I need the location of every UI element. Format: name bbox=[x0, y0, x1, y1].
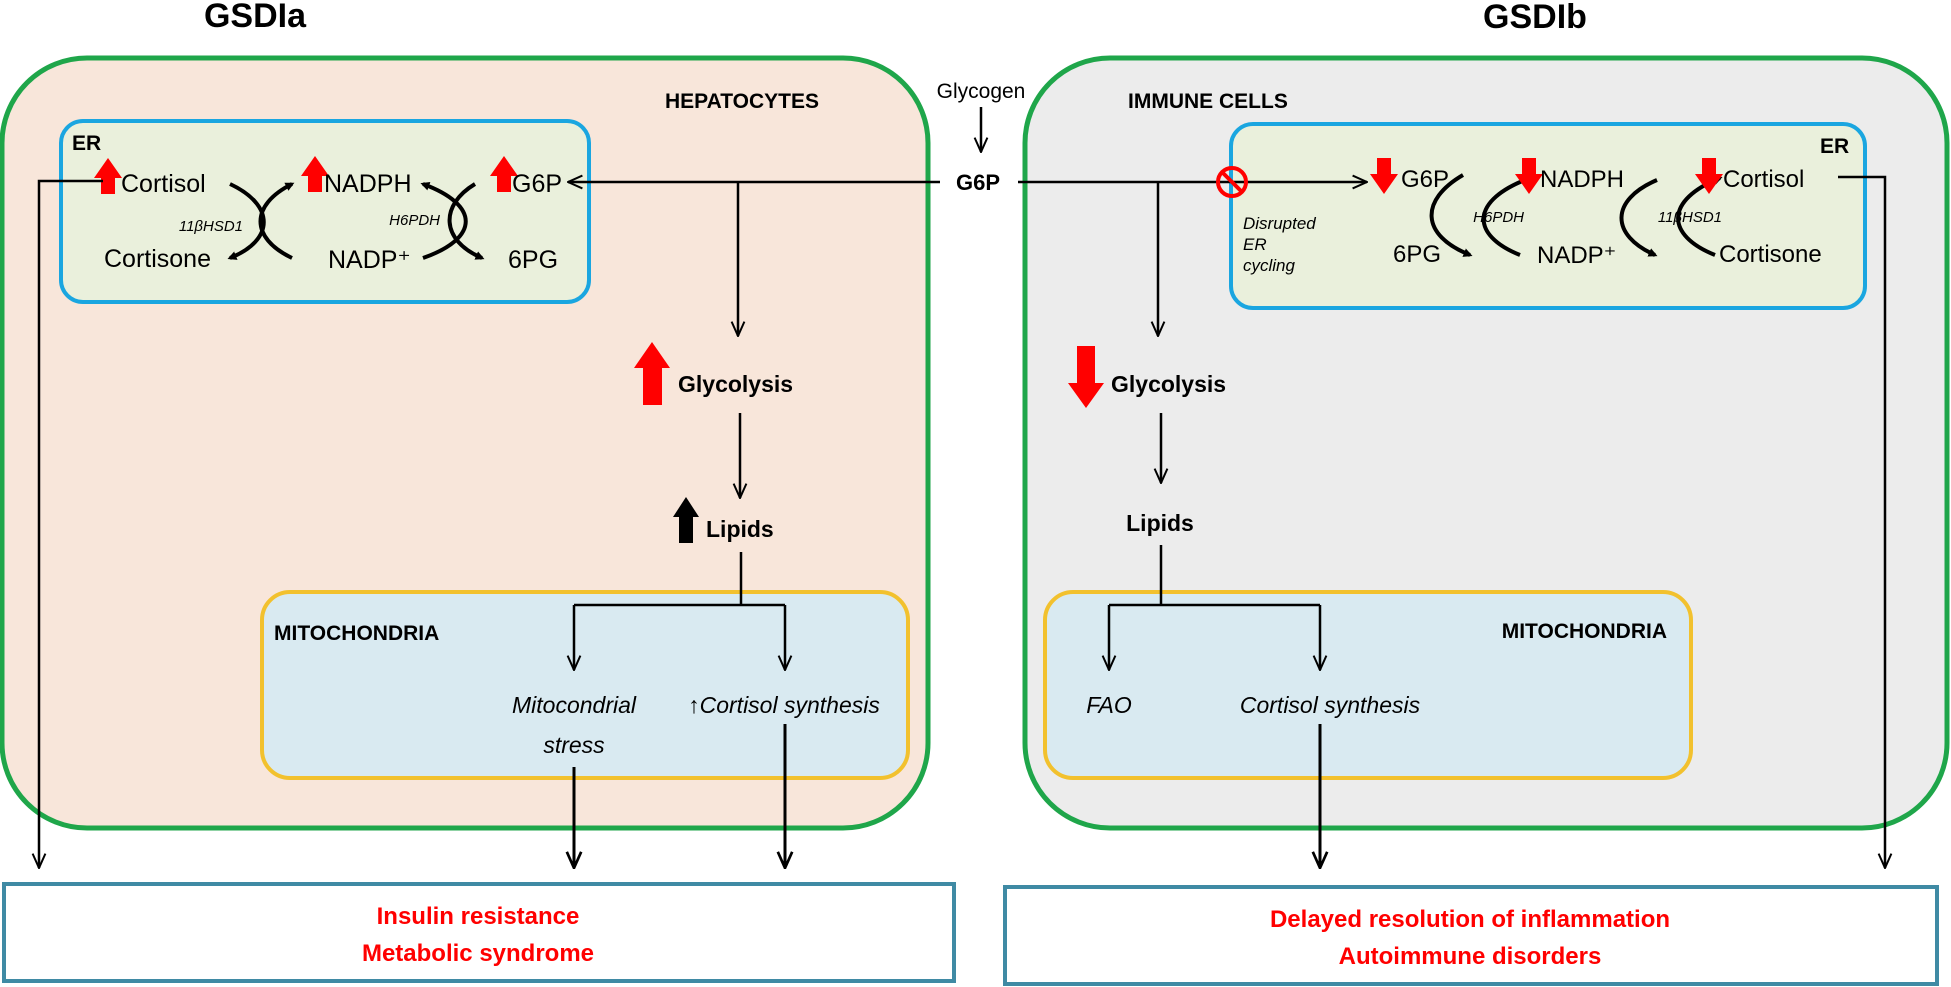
right-er-box bbox=[1229, 122, 1867, 310]
down-arrow-icon bbox=[1370, 158, 1398, 194]
right-11bhsd1-reaction-arc bbox=[1676, 176, 1723, 257]
up-arrow-icon bbox=[673, 497, 699, 543]
right-6pg: 6PG bbox=[1393, 241, 1441, 268]
up-arrow-icon bbox=[301, 156, 329, 192]
down-arrow-icon bbox=[1695, 158, 1723, 194]
right-er-label: ER bbox=[1820, 135, 1849, 158]
left-h6pdh-reaction-arc bbox=[420, 181, 468, 260]
right-enzyme-11bhsd1: 11βHSD1 bbox=[1658, 209, 1722, 226]
left-g6p: G6P bbox=[512, 170, 562, 198]
left-er-box bbox=[59, 119, 591, 304]
left-glycolysis: Glycolysis bbox=[678, 371, 793, 397]
left-11bhsd1-reaction-arc bbox=[227, 182, 266, 260]
down-arrow-icon bbox=[1515, 158, 1543, 194]
center-g6p: G6P bbox=[956, 170, 1000, 195]
left-mito-stress-line1: Mitocondrial bbox=[512, 692, 637, 718]
right-er-to-outcome-arrow bbox=[1838, 175, 1885, 868]
right-nadp: NADP⁺ bbox=[1537, 242, 1616, 269]
left-mito-stress-line2: stress bbox=[543, 732, 605, 758]
left-cortisol: Cortisol bbox=[121, 170, 206, 198]
right-outcome-line1: Delayed resolution of inflammation bbox=[1270, 906, 1670, 933]
left-er-to-outcome-arrow bbox=[39, 179, 103, 868]
hepatocytes-label: HEPATOCYTES bbox=[665, 90, 819, 113]
right-11bhsd1-reaction-arc bbox=[1619, 178, 1658, 257]
right-cortisol: Cortisol bbox=[1723, 166, 1804, 193]
up-arrow-icon bbox=[94, 158, 122, 194]
right-mitochondria-box bbox=[1043, 590, 1693, 780]
right-h6pdh-reaction-arc bbox=[1481, 175, 1533, 257]
right-cortisol-synthesis: Cortisol synthesis bbox=[1240, 692, 1421, 718]
left-er-label: ER bbox=[72, 132, 101, 155]
disrupted-line2: ER bbox=[1243, 235, 1267, 254]
down-arrow-icon bbox=[1068, 346, 1104, 408]
disrupted-line3: cycling bbox=[1243, 256, 1296, 275]
right-cortisone: Cortisone bbox=[1719, 241, 1822, 268]
right-mito-label: MITOCHONDRIA bbox=[1502, 620, 1667, 643]
right-g6p: G6P bbox=[1401, 166, 1449, 193]
right-nadph: NADPH bbox=[1540, 166, 1624, 193]
disrupted-line1: Disrupted bbox=[1243, 214, 1316, 233]
left-nadph: NADPH bbox=[324, 170, 412, 198]
left-outcome-line1: Insulin resistance bbox=[377, 903, 580, 930]
left-lipids: Lipids bbox=[706, 516, 774, 542]
up-arrow-icon bbox=[490, 156, 518, 192]
left-outcome-box bbox=[2, 882, 956, 983]
right-outcome-box bbox=[1003, 885, 1939, 986]
right-fao: FAO bbox=[1086, 692, 1132, 718]
left-nadp: NADP⁺ bbox=[328, 246, 411, 274]
right-lipids: Lipids bbox=[1126, 510, 1194, 536]
left-title: GSDIa bbox=[204, 0, 307, 35]
left-enzyme-11bhsd1: 11βHSD1 bbox=[179, 218, 243, 235]
glycogen-label: Glycogen bbox=[937, 80, 1026, 103]
up-arrow-icon bbox=[634, 342, 670, 405]
immune-cells-label: IMMUNE CELLS bbox=[1128, 90, 1288, 113]
left-outcome-line2: Metabolic syndrome bbox=[362, 940, 594, 967]
left-6pg: 6PG bbox=[508, 246, 558, 274]
blocked-icon bbox=[1216, 166, 1248, 198]
right-title: GSDIb bbox=[1483, 0, 1587, 36]
left-mitochondria-box bbox=[260, 590, 910, 780]
left-mito-label: MITOCHONDRIA bbox=[274, 622, 439, 645]
right-outcome-line2: Autoimmune disorders bbox=[1339, 943, 1602, 970]
left-h6pdh-reaction-arc bbox=[447, 182, 485, 260]
right-glycolysis: Glycolysis bbox=[1111, 371, 1226, 397]
left-cortisol-synthesis: ↑Cortisol synthesis bbox=[688, 692, 880, 718]
left-11bhsd1-reaction-arc bbox=[258, 182, 295, 260]
left-enzyme-h6pdh: H6PDH bbox=[389, 212, 440, 229]
right-h6pdh-reaction-arc bbox=[1429, 173, 1473, 257]
left-cortisone: Cortisone bbox=[104, 245, 211, 273]
right-enzyme-h6pdh: H6PDH bbox=[1473, 209, 1524, 226]
